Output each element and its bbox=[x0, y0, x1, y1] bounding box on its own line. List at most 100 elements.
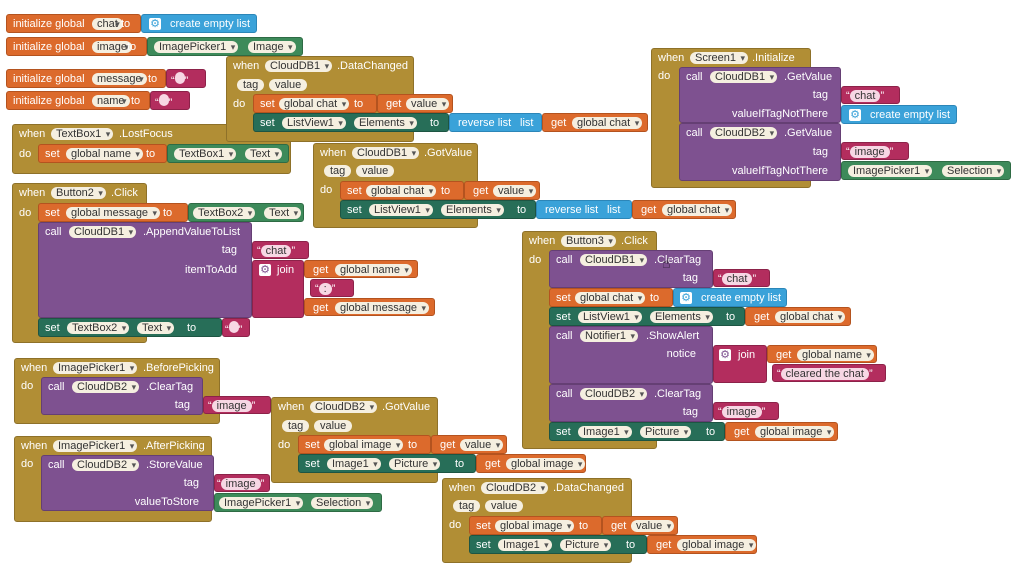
component-dropdown[interactable]: Button3 bbox=[561, 235, 616, 247]
set-listview1-elements-block[interactable]: set ListView1 Elements to bbox=[253, 113, 449, 132]
set-image1-picture-block[interactable]: set Image1 Picture to bbox=[549, 422, 725, 441]
param-value[interactable]: value bbox=[314, 420, 353, 432]
clouddb2-cleartag-call[interactable]: call CloudDB2 .ClearTag tag bbox=[549, 384, 713, 422]
component-dropdown[interactable]: ImagePicker1 bbox=[848, 165, 933, 177]
component-dropdown[interactable]: CloudDB1 bbox=[710, 71, 778, 83]
property-dropdown[interactable]: Text bbox=[245, 148, 283, 160]
var-dropdown[interactable]: global message bbox=[335, 302, 430, 314]
var-dropdown[interactable]: global chat bbox=[366, 185, 437, 197]
component-dropdown[interactable]: TextBox2 bbox=[193, 207, 256, 219]
component-dropdown[interactable]: Image1 bbox=[498, 539, 552, 551]
var-dropdown[interactable]: global chat bbox=[572, 117, 643, 129]
property-dropdown[interactable]: Selection bbox=[942, 165, 1005, 177]
clouddb1-getvalue-call[interactable]: call CloudDB1 .GetValue tag valueIfTagNo… bbox=[679, 67, 841, 123]
get-global-image-block[interactable]: get global image bbox=[725, 422, 838, 441]
var-name-name[interactable]: name bbox=[92, 95, 130, 107]
set-image1-picture-block[interactable]: set Image1 Picture to bbox=[298, 454, 476, 473]
get-value-block[interactable]: get value bbox=[431, 435, 507, 454]
component-dropdown[interactable]: CloudDB1 bbox=[265, 60, 333, 72]
component-dropdown[interactable]: CloudDB2 bbox=[72, 459, 140, 471]
string-chat-block[interactable]: “chat” bbox=[252, 241, 309, 259]
get-global-image-block[interactable]: get global image bbox=[476, 454, 586, 473]
set-global-chat-block[interactable]: set global chat to bbox=[340, 181, 464, 200]
set-global-chat-block[interactable]: set global chat to bbox=[549, 288, 673, 307]
set-global-name-block[interactable]: set global name to bbox=[38, 144, 167, 163]
init-global-message-block[interactable]: initialize global message to bbox=[6, 69, 166, 88]
gear-icon[interactable]: ⚙ bbox=[849, 109, 861, 121]
property-dropdown[interactable]: Picture bbox=[389, 458, 441, 470]
empty-string-block[interactable]: “” bbox=[166, 69, 206, 88]
get-value-block[interactable]: get value bbox=[464, 181, 540, 200]
var-dropdown[interactable]: global image bbox=[506, 458, 586, 470]
var-dropdown[interactable]: global image bbox=[495, 520, 575, 532]
get-value-block[interactable]: get value bbox=[377, 94, 453, 113]
var-dropdown[interactable]: global image bbox=[755, 426, 835, 438]
component-dropdown[interactable]: CloudDB2 bbox=[580, 388, 648, 400]
get-global-chat-block[interactable]: get global chat bbox=[542, 113, 648, 132]
gear-icon[interactable]: ⚙ bbox=[680, 292, 692, 304]
var-name-chat[interactable]: chat bbox=[92, 18, 123, 30]
var-name-message[interactable]: message bbox=[92, 73, 147, 85]
string-image-block[interactable]: “image” bbox=[214, 474, 270, 492]
imagepicker-selection-getter[interactable]: ImagePicker1 Selection bbox=[214, 493, 382, 512]
set-image1-picture-block[interactable]: set Image1 Picture to bbox=[469, 535, 647, 554]
clouddb2-getvalue-call[interactable]: call CloudDB2 .GetValue tag valueIfTagNo… bbox=[679, 123, 841, 181]
var-dropdown[interactable]: global message bbox=[66, 207, 161, 219]
init-global-image-block[interactable]: initialize global image to bbox=[6, 37, 147, 56]
get-value-block[interactable]: get value bbox=[602, 516, 678, 535]
component-dropdown[interactable]: CloudDB1 bbox=[352, 147, 420, 159]
set-listview1-elements-block[interactable]: set ListView1 Elements to bbox=[549, 307, 745, 326]
param-tag[interactable]: tag bbox=[237, 79, 265, 91]
component-dropdown[interactable]: ListView1 bbox=[578, 311, 642, 323]
empty-string-block[interactable]: “” bbox=[222, 318, 250, 337]
get-global-name-block[interactable]: get global name bbox=[767, 345, 877, 363]
component-dropdown[interactable]: Button2 bbox=[51, 187, 106, 199]
string-cleared-block[interactable]: “cleared the chat” bbox=[772, 364, 886, 382]
component-dropdown[interactable]: ImagePicker1 bbox=[53, 440, 138, 452]
create-empty-list-block[interactable]: ⚙ create empty list bbox=[841, 105, 957, 124]
get-global-message-block[interactable]: get global message bbox=[304, 298, 435, 316]
clouddb1-cleartag-call[interactable]: call CloudDB1 .ClearTag tag bbox=[549, 250, 713, 288]
component-dropdown[interactable]: Notifier1 bbox=[580, 330, 638, 342]
component-dropdown[interactable]: Screen1 bbox=[690, 52, 748, 64]
var-dropdown[interactable]: value bbox=[631, 520, 675, 532]
join-block[interactable]: ⚙ join bbox=[252, 260, 304, 318]
set-textbox2-text-block[interactable]: set TextBox2 Text to bbox=[38, 318, 222, 337]
reverse-list-block[interactable]: reverse list list bbox=[536, 200, 632, 219]
imagepicker-image-getter[interactable]: ImagePicker1 Image bbox=[147, 37, 303, 56]
string-image-block[interactable]: “image” bbox=[713, 402, 779, 420]
component-dropdown[interactable]: CloudDB2 bbox=[72, 381, 140, 393]
param-value[interactable]: value bbox=[485, 500, 524, 512]
create-empty-list-block[interactable]: ⚙ create empty list bbox=[673, 288, 787, 307]
component-dropdown[interactable]: CloudDB2 bbox=[481, 482, 549, 494]
get-global-image-block[interactable]: get global image bbox=[647, 535, 757, 554]
set-global-image-block[interactable]: set global image to bbox=[298, 435, 431, 454]
get-global-chat-block[interactable]: get global chat bbox=[632, 200, 736, 219]
property-dropdown[interactable]: Elements bbox=[354, 117, 417, 129]
set-listview1-elements-block[interactable]: set ListView1 Elements to bbox=[340, 200, 536, 219]
var-dropdown[interactable]: value bbox=[406, 98, 450, 110]
var-dropdown[interactable]: value bbox=[493, 185, 537, 197]
property-dropdown[interactable]: Text bbox=[264, 207, 302, 219]
join-block[interactable]: ⚙ join bbox=[713, 345, 767, 383]
component-dropdown[interactable]: TextBox1 bbox=[51, 128, 114, 140]
set-global-image-block[interactable]: set global image to bbox=[469, 516, 602, 535]
clouddb1-appendvaluetolist-call[interactable]: call CloudDB1 .AppendValueToList tag ite… bbox=[38, 222, 252, 318]
param-value[interactable]: value bbox=[269, 79, 308, 91]
clouddb2-storevalue-call[interactable]: call CloudDB2 .StoreValue tag valueToSto… bbox=[41, 455, 214, 511]
var-dropdown[interactable]: global chat bbox=[662, 204, 733, 216]
textbox2-text-getter[interactable]: TextBox2 Text bbox=[188, 203, 304, 222]
set-global-message-block[interactable]: set global message to bbox=[38, 203, 188, 222]
param-value[interactable]: value bbox=[356, 165, 395, 177]
create-empty-list-block[interactable]: ⚙ create empty list bbox=[141, 14, 257, 33]
param-tag[interactable]: tag bbox=[453, 500, 481, 512]
property-dropdown[interactable]: Elements bbox=[650, 311, 713, 323]
component-dropdown[interactable]: CloudDB1 bbox=[580, 254, 648, 266]
param-tag[interactable]: tag bbox=[324, 165, 352, 177]
param-tag[interactable]: tag bbox=[282, 420, 310, 432]
reverse-list-block[interactable]: reverse list list bbox=[449, 113, 542, 132]
empty-string-block[interactable]: “” bbox=[150, 91, 190, 110]
gear-icon[interactable]: ⚙ bbox=[259, 264, 271, 276]
get-global-chat-block[interactable]: get global chat bbox=[745, 307, 851, 326]
string-image-block[interactable]: “image” bbox=[841, 142, 909, 160]
